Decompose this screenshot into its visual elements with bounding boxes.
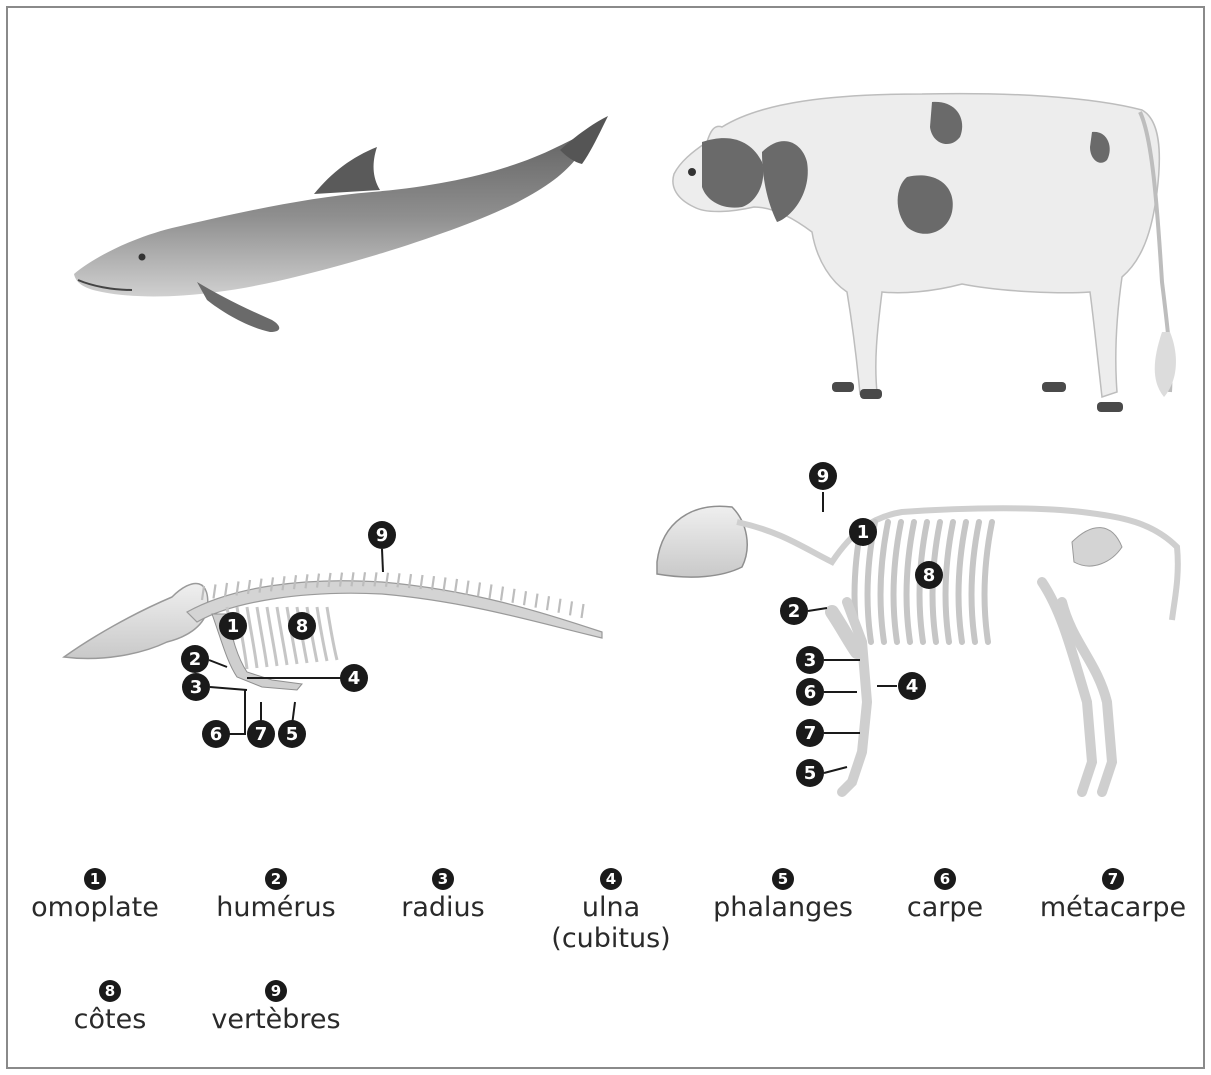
legend-item-metacarpe: 7 métacarpe <box>1033 868 1193 923</box>
svg-text:9: 9 <box>376 525 389 546</box>
legend-item-cotes: 8 côtes <box>50 980 170 1035</box>
svg-text:6: 6 <box>804 682 817 703</box>
cow-marker-9: 9 <box>809 462 837 490</box>
cow-marker-2: 2 <box>780 597 808 625</box>
legend-term: humérus <box>201 892 351 923</box>
legend-number: 9 <box>265 980 287 1002</box>
legend-number: 8 <box>99 980 121 1002</box>
legend-number: 3 <box>432 868 454 890</box>
svg-text:8: 8 <box>923 565 936 586</box>
legend-term-secondary: (cubitus) <box>531 923 691 954</box>
dolphin-marker-3: 3 <box>182 673 210 701</box>
svg-text:2: 2 <box>788 601 801 622</box>
cow-marker-3: 3 <box>796 646 824 674</box>
svg-text:1: 1 <box>227 616 240 637</box>
legend-number: 4 <box>600 868 622 890</box>
svg-text:4: 4 <box>906 676 919 697</box>
dolphin-marker-5: 5 <box>278 720 306 748</box>
cow-image <box>673 94 1176 412</box>
cow-marker-4: 4 <box>898 672 926 700</box>
cow-skeleton <box>657 506 1178 792</box>
svg-text:7: 7 <box>804 723 817 744</box>
legend-item-carpe: 6 carpe <box>885 868 1005 923</box>
legend-item-humerus: 2 humérus <box>201 868 351 923</box>
legend-number: 5 <box>772 868 794 890</box>
svg-text:2: 2 <box>189 649 202 670</box>
dolphin-ribs <box>227 607 337 670</box>
legend-term: omoplate <box>20 892 170 923</box>
svg-text:9: 9 <box>817 466 830 487</box>
legend-term: carpe <box>885 892 1005 923</box>
legend-item-vertebres: 9 vertèbres <box>201 980 351 1035</box>
legend-term: côtes <box>50 1004 170 1035</box>
dolphin-marker-2: 2 <box>181 645 209 673</box>
cow-marker-1: 1 <box>849 518 877 546</box>
dolphin-skeleton <box>64 572 602 690</box>
cow-marker-5: 5 <box>796 759 824 787</box>
legend-item-phalanges: 5 phalanges <box>703 868 863 923</box>
legend-item-radius: 3 radius <box>368 868 518 923</box>
svg-text:1: 1 <box>857 522 870 543</box>
legend-term: phalanges <box>703 892 863 923</box>
legend-term: radius <box>368 892 518 923</box>
svg-text:8: 8 <box>296 616 309 637</box>
dolphin-marker-1: 1 <box>219 612 247 640</box>
legend-term: métacarpe <box>1033 892 1193 923</box>
legend-term: ulna <box>531 892 691 923</box>
legend-item-ulna: 4 ulna (cubitus) <box>531 868 691 954</box>
svg-text:5: 5 <box>286 724 299 745</box>
legend-item-omoplate: 1 omoplate <box>20 868 170 923</box>
dolphin-image <box>74 116 608 332</box>
svg-text:3: 3 <box>190 677 203 698</box>
dolphin-marker-9: 9 <box>368 521 396 549</box>
cow-marker-7: 7 <box>796 719 824 747</box>
svg-text:5: 5 <box>804 763 817 784</box>
svg-text:7: 7 <box>255 724 268 745</box>
svg-text:6: 6 <box>210 724 223 745</box>
cow-marker-6: 6 <box>796 678 824 706</box>
legend-number: 1 <box>84 868 106 890</box>
dolphin-marker-8: 8 <box>288 612 316 640</box>
legend-number: 7 <box>1102 868 1124 890</box>
legend-number: 2 <box>265 868 287 890</box>
legend-term: vertèbres <box>201 1004 351 1035</box>
dolphin-marker-6: 6 <box>202 720 230 748</box>
dolphin-marker-7: 7 <box>247 720 275 748</box>
legend-number: 6 <box>934 868 956 890</box>
svg-text:4: 4 <box>348 668 361 689</box>
svg-text:3: 3 <box>804 650 817 671</box>
cow-marker-8: 8 <box>915 561 943 589</box>
dolphin-marker-4: 4 <box>340 664 368 692</box>
